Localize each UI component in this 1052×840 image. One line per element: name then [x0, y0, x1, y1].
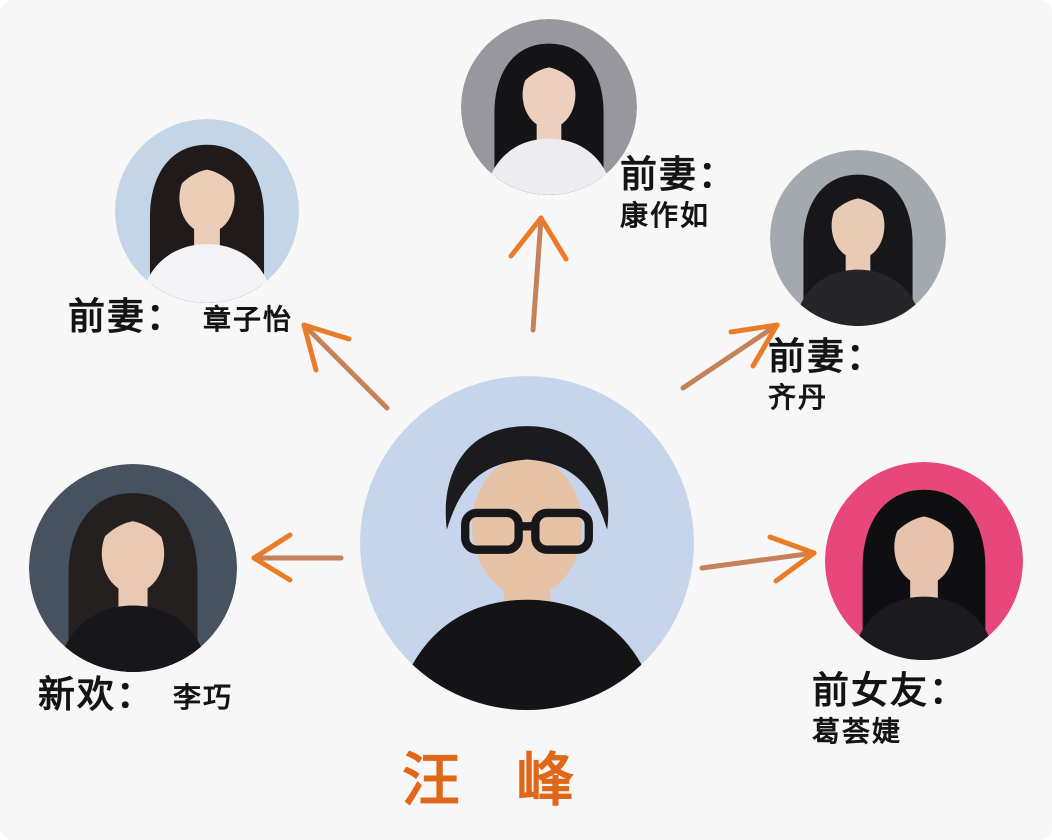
female-avatar-icon: [825, 462, 1023, 660]
arrow-to-ge-huijie: [699, 534, 817, 584]
female-avatar-icon: [29, 464, 237, 672]
arrow-to-qi-dan: [680, 322, 780, 391]
label-zhang-ziyi: 前妻： 章子怡: [68, 298, 293, 335]
portrait-ge-huijie: [825, 462, 1023, 660]
center-person-name: 汪 峰: [402, 748, 595, 813]
arrow-to-zhang-ziyi: [301, 322, 390, 411]
portrait-li-qiao: [29, 464, 237, 672]
person-name: 李巧: [173, 682, 234, 713]
relation-text: 前女友：: [812, 670, 968, 711]
portrait-zhang-ziyi: [115, 119, 299, 303]
male-avatar-icon: [360, 376, 694, 710]
female-avatar-icon: [115, 119, 299, 303]
person-name: 齐丹: [768, 382, 829, 413]
label-li-qiao: 新欢： 李巧: [38, 676, 233, 713]
relation-text: 前妻：: [768, 336, 885, 377]
glasses-icon: [461, 508, 593, 554]
portrait-wang-feng: [360, 376, 694, 710]
female-avatar-icon: [770, 150, 946, 326]
arrow-to-li-qiao: [251, 532, 344, 583]
person-name: 康作如: [620, 200, 711, 231]
relation-text: 前妻：: [68, 296, 185, 337]
person-name: 章子怡: [203, 304, 294, 335]
relation-text: 新欢：: [38, 674, 155, 715]
portrait-qi-dan: [770, 150, 946, 326]
female-avatar-icon: [461, 19, 637, 195]
person-name: 葛荟婕: [812, 716, 903, 747]
arrow-to-kang-zuoru: [508, 215, 569, 333]
portrait-kang-zuoru: [461, 19, 637, 195]
label-ge-huijie: 前女友： 葛荟婕: [812, 672, 968, 746]
relation-text: 前妻：: [620, 154, 737, 195]
label-qi-dan: 前妻： 齐丹: [768, 338, 885, 412]
label-kang-zuoru: 前妻： 康作如: [620, 156, 737, 230]
